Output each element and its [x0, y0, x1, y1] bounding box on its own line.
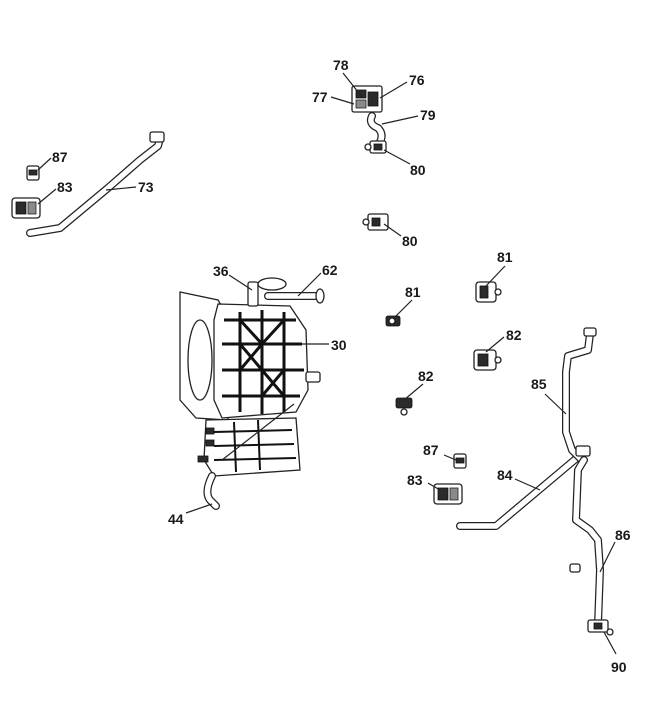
label-30: 30	[331, 337, 347, 353]
label-77: 77	[312, 89, 328, 105]
label-73: 73	[138, 179, 154, 195]
label-83-left: 83	[57, 179, 73, 195]
label-86: 86	[615, 527, 631, 543]
label-82-right: 82	[506, 327, 522, 343]
callout-labels: 78 76 77 79 80 87 83 73 80 36 62 81 81 3…	[52, 57, 631, 675]
label-85: 85	[531, 376, 547, 392]
label-80-middle: 80	[402, 233, 418, 249]
label-78: 78	[333, 57, 349, 73]
label-81-left: 81	[405, 284, 421, 300]
label-36: 36	[213, 263, 229, 279]
label-87-left: 87	[52, 149, 68, 165]
label-90: 90	[611, 659, 627, 675]
valve-82-right	[473, 349, 502, 371]
valve-82-left	[395, 397, 413, 416]
label-79: 79	[420, 107, 436, 123]
valve-assembly-top	[351, 85, 387, 154]
label-62: 62	[322, 262, 338, 278]
valve-81-left	[385, 315, 401, 327]
label-84: 84	[497, 467, 513, 483]
valve-81-right	[475, 281, 502, 303]
main-housing	[179, 277, 325, 510]
label-87-right: 87	[423, 442, 439, 458]
label-80-top: 80	[410, 162, 426, 178]
left-pump-group	[11, 131, 165, 237]
label-81-right: 81	[497, 249, 513, 265]
lower-right-group	[433, 327, 614, 636]
label-76: 76	[409, 72, 425, 88]
middle-valve	[362, 213, 389, 231]
label-82-left: 82	[418, 368, 434, 384]
leader-lines	[37, 72, 617, 655]
label-44: 44	[168, 511, 184, 527]
label-83-right: 83	[407, 472, 423, 488]
